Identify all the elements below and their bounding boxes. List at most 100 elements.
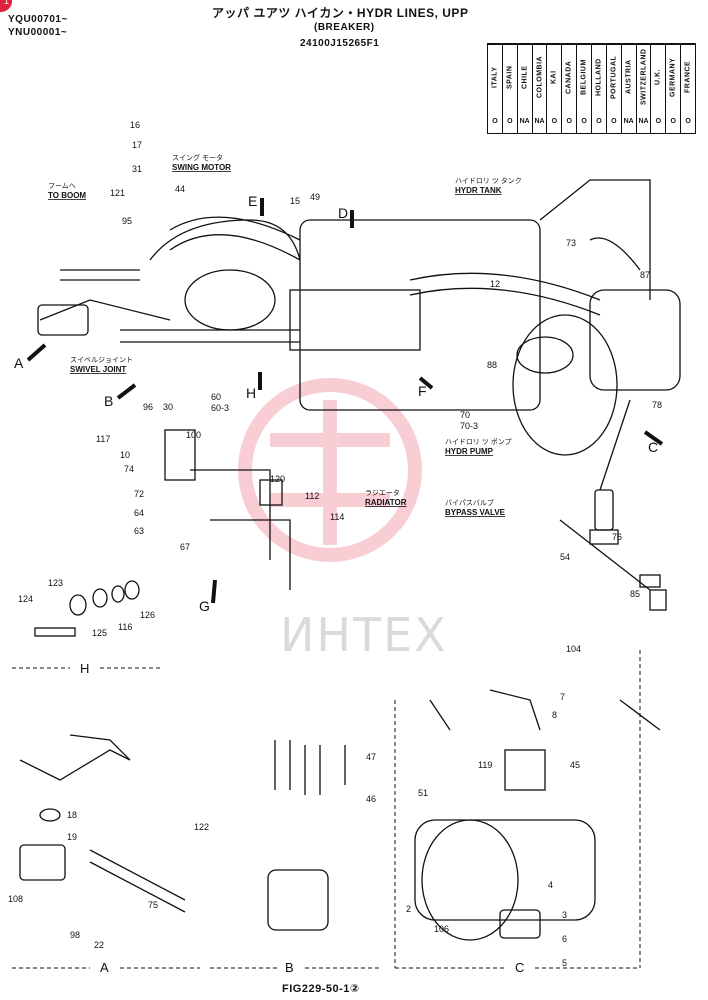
view-arrow: E bbox=[248, 193, 264, 216]
component-label-en: TO BOOM bbox=[48, 191, 86, 200]
part-callout: 76 bbox=[612, 532, 622, 542]
country-availability-value: NA bbox=[623, 117, 634, 125]
detail-separators bbox=[12, 650, 641, 969]
country-availability-value: O bbox=[670, 117, 676, 125]
part-callout: 95 bbox=[122, 216, 132, 226]
view-arrow: B bbox=[104, 383, 137, 409]
part-callout: 78 bbox=[652, 400, 662, 410]
component-label-jp: ハイドロリ ツ タンク bbox=[455, 176, 522, 185]
view-arrow-letter: C bbox=[648, 439, 658, 455]
part-callout: 67 bbox=[180, 542, 190, 552]
view-arrow-letter: H bbox=[246, 385, 256, 401]
component-label-jp: ハイドロリ ツ ポンプ bbox=[445, 438, 512, 446]
part-callout: 10 bbox=[120, 450, 130, 460]
part-callout: 6 bbox=[562, 934, 567, 944]
part-callout: 15 bbox=[290, 196, 300, 206]
detail-group-letter: B bbox=[285, 960, 294, 975]
part-callout: 114 bbox=[330, 512, 344, 522]
country-availability-value: O bbox=[685, 117, 691, 125]
intex-watermark: ИНТЕХ bbox=[280, 608, 448, 662]
part-callout: 73 bbox=[566, 238, 576, 248]
view-arrow-letter: D bbox=[338, 205, 348, 221]
country-availability-value: NA bbox=[638, 117, 649, 125]
detail-group-letter: A bbox=[100, 960, 109, 975]
diagram-title: アッパ ユアツ ハイカン・HYDR LINES, UPP bbox=[212, 6, 469, 20]
view-arrow: A bbox=[14, 343, 47, 371]
part-callout: 122 bbox=[194, 822, 209, 832]
part-callout: 75 bbox=[148, 900, 158, 910]
detail-group-letter: C bbox=[515, 960, 524, 975]
component-label-jp: フームへ bbox=[48, 182, 76, 190]
part-callout: 45 bbox=[570, 760, 580, 770]
view-arrow-shaft bbox=[211, 579, 217, 604]
machine-line-art bbox=[19, 179, 681, 941]
part-callout: 4 bbox=[548, 880, 553, 890]
component-label-en: RADIATOR bbox=[365, 498, 407, 507]
part-number: 24100J15265F1 bbox=[300, 38, 380, 49]
part-callout: 126 bbox=[140, 610, 155, 620]
part-callout: 121 bbox=[110, 188, 125, 198]
country-availability-value: NA bbox=[534, 117, 545, 125]
part-callout: 124 bbox=[18, 594, 33, 604]
part-callout: 5 bbox=[562, 958, 567, 968]
view-arrow-letter: B bbox=[104, 393, 113, 409]
country-availability-value: O bbox=[566, 117, 572, 125]
part-callout: 54 bbox=[560, 552, 570, 562]
part-callout: 98 bbox=[70, 930, 80, 940]
part-callout: 8 bbox=[552, 710, 557, 720]
view-arrow-letter: F bbox=[418, 383, 427, 399]
part-callout: 70-3 bbox=[460, 421, 478, 431]
part-callout: 60 bbox=[211, 392, 221, 402]
component-label-jp: スイング モータ bbox=[172, 153, 223, 162]
part-callout: 60-3 bbox=[211, 403, 229, 413]
part-callout: 7 bbox=[560, 692, 565, 702]
part-callout: 96 bbox=[143, 402, 153, 412]
view-arrow-letter: A bbox=[14, 355, 24, 371]
view-arrow-shaft bbox=[26, 343, 47, 362]
component-label-jp: バイパスバルブ bbox=[445, 498, 494, 507]
view-arrow-shaft bbox=[643, 430, 664, 446]
country-availability-value: NA bbox=[519, 117, 530, 125]
view-arrow: F bbox=[418, 376, 434, 399]
part-callout: 120 bbox=[270, 474, 285, 484]
part-callout: 44 bbox=[175, 184, 185, 194]
part-callout: 119 bbox=[478, 760, 492, 770]
part-callout: 123 bbox=[48, 578, 63, 588]
part-callout: 30 bbox=[163, 402, 173, 412]
part-callout: 108 bbox=[8, 894, 23, 904]
serial-range-2: YNU00001~ bbox=[8, 27, 68, 38]
part-callout: 88 bbox=[487, 360, 497, 370]
part-callout: 117 bbox=[96, 434, 110, 444]
part-callout: 3 bbox=[562, 910, 567, 920]
view-arrow: C bbox=[643, 430, 664, 455]
component-label-en: HYDR PUMP bbox=[445, 447, 494, 456]
diagram-subtitle: (BREAKER) bbox=[314, 22, 375, 33]
country-availability-value: O bbox=[596, 117, 602, 125]
part-callout: 31 bbox=[132, 164, 142, 174]
view-arrow: D bbox=[338, 205, 354, 228]
view-arrow: G bbox=[199, 579, 217, 614]
component-label-en: SWING MOTOR bbox=[172, 163, 231, 172]
part-callout: 12 bbox=[490, 279, 500, 289]
part-callout: 18 bbox=[67, 810, 77, 820]
part-callout: 87 bbox=[640, 270, 650, 280]
country-column: U.K.O bbox=[651, 44, 667, 133]
part-callout: 112 bbox=[305, 491, 319, 501]
part-callout: 17 bbox=[132, 140, 142, 150]
component-label-en: BYPASS VALVE bbox=[445, 508, 506, 517]
part-callout: 74 bbox=[124, 464, 134, 474]
part-callout: 51 bbox=[418, 788, 428, 798]
